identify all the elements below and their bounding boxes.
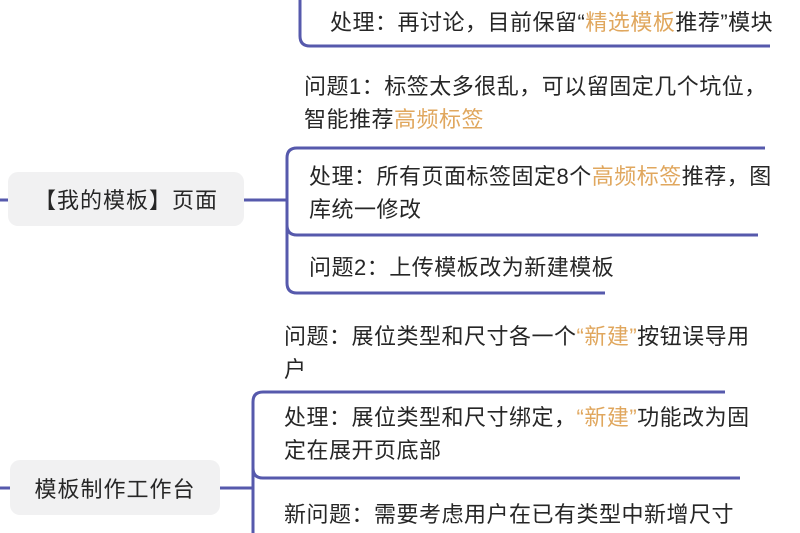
branch-mytemplates-middle-underline bbox=[285, 224, 758, 237]
node-my-templates-page[interactable]: 【我的模板】页面 bbox=[8, 172, 244, 226]
topic-issue-new-button-misleading[interactable]: 问题：展位类型和尺寸各一个“新建”按钮误导用 户 bbox=[284, 324, 750, 382]
branch-workbench-middle-underline bbox=[251, 467, 740, 480]
branch-workbench-trunk bbox=[251, 390, 725, 533]
topic-issue1-too-many-tags[interactable]: 问题1：标签太多很乱，可以留固定几个坑位， 智能推荐高频标签 bbox=[304, 74, 767, 132]
node-my-templates-page-label: 【我的模板】页面 bbox=[33, 188, 218, 213]
topic-handle-keep-featured-module[interactable]: 处理：再讨论，目前保留“精选模板推荐”模块 bbox=[330, 10, 774, 35]
topic-handle-bind-type-size[interactable]: 处理：展位类型和尺寸绑定，“新建”功能改为固 定在展开页底部 bbox=[284, 405, 750, 463]
node-template-workbench[interactable]: 模板制作工作台 bbox=[10, 460, 220, 515]
branch-top-underline bbox=[298, 0, 770, 48]
node-template-workbench-label: 模板制作工作台 bbox=[34, 476, 196, 502]
topic-handle-fixed-8-tags[interactable]: 处理：所有页面标签固定8个高频标签推荐，图 库统一修改 bbox=[309, 164, 772, 222]
topic-new-issue-add-size[interactable]: 新问题：需要考虑用户在已有类型中新增尺寸 bbox=[284, 502, 735, 527]
branch-mytemplates-trunk bbox=[285, 146, 765, 295]
topic-issue2-upload-to-create[interactable]: 问题2：上传模板改为新建模板 bbox=[309, 255, 615, 280]
